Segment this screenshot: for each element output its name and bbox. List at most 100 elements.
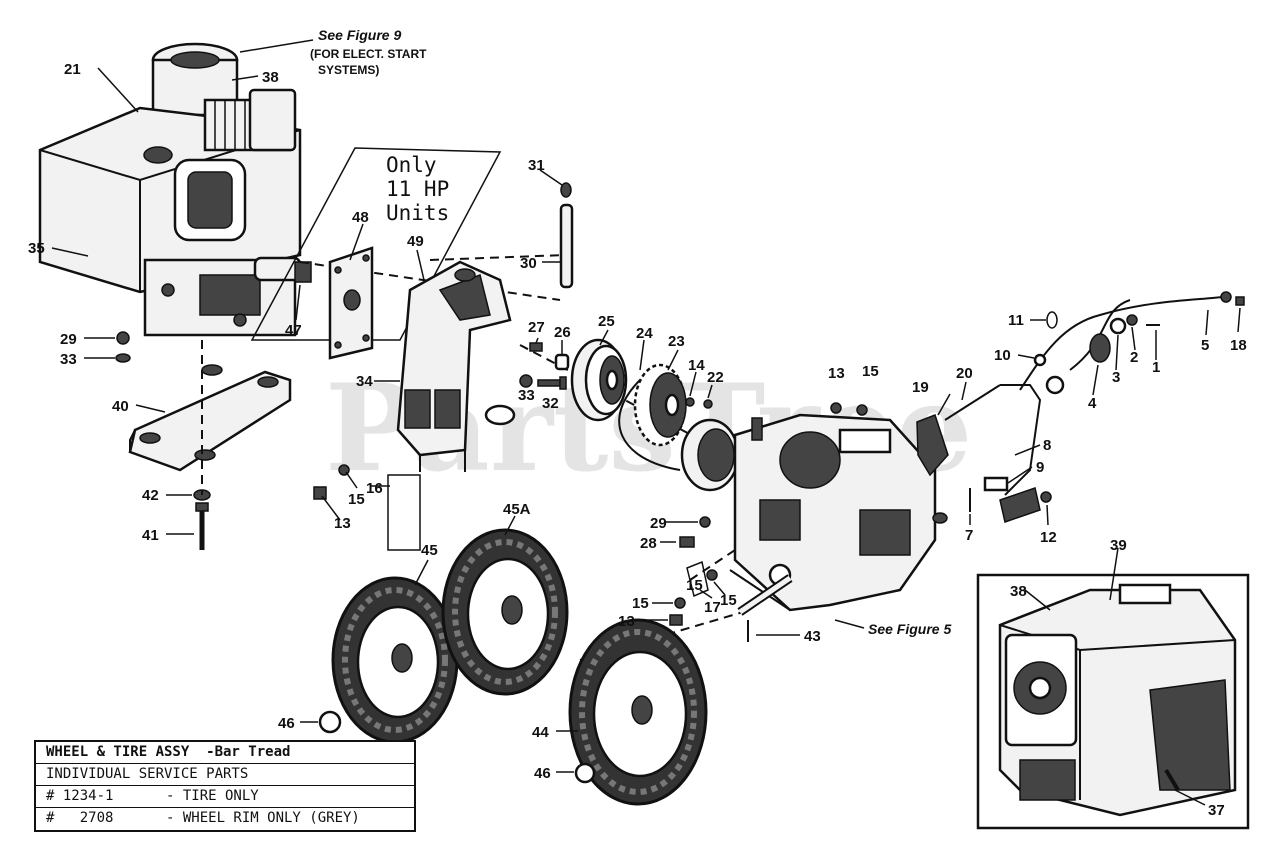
engine-assembly (38, 42, 302, 337)
callout-39: 39 (1110, 537, 1127, 554)
note-elect-start-2: SYSTEMS) (318, 63, 379, 77)
callout-13b: 13 (828, 365, 845, 382)
washer-15d (674, 597, 686, 609)
bushing-9 (983, 476, 1009, 492)
callout-33b: 33 (518, 387, 535, 404)
link-bar-16 (387, 474, 421, 551)
callout-2: 2 (1130, 349, 1138, 366)
callout-40: 40 (112, 398, 129, 415)
callout-13c: 13 (618, 613, 635, 630)
callout-41: 41 (142, 527, 159, 544)
callout-16: 16 (366, 480, 383, 497)
nut-12 (1040, 491, 1052, 503)
callout-15d: 15 (720, 592, 737, 609)
washer-14 (685, 397, 695, 407)
legend-row: # 1234-1 - TIRE ONLY (36, 786, 414, 808)
callout-17: 17 (704, 599, 721, 616)
callout-49: 49 (407, 233, 424, 250)
engine-shaft-key (294, 261, 312, 283)
callout-1: 1 (1152, 359, 1160, 376)
key-26 (554, 353, 570, 371)
bracket-17 (686, 560, 709, 598)
valve-cap-46b (574, 762, 596, 784)
bolt-32 (537, 376, 567, 390)
bolt-13c (669, 614, 683, 626)
callout-43: 43 (804, 628, 821, 645)
callout-48: 48 (352, 209, 369, 226)
figure-notes: See Figure 9 (FOR ELECT. START SYSTEMS) … (310, 27, 951, 637)
note-see-figure-9: See Figure 9 (318, 27, 401, 43)
callout-46a: 46 (278, 715, 295, 732)
callout-12: 12 (1040, 529, 1057, 546)
callout-37: 37 (1208, 802, 1225, 819)
sprocket-23 (633, 363, 687, 447)
callout-15e: 15 (686, 577, 703, 594)
callout-15a: 15 (348, 491, 365, 508)
callout-18: 18 (1230, 337, 1247, 354)
note-units: Units (386, 201, 449, 225)
wheel-44 (568, 618, 708, 806)
valve-cap-46a (318, 710, 342, 734)
callout-21: 21 (64, 61, 81, 78)
callout-leaders (51, 39, 1241, 806)
note-only: Only (386, 153, 437, 177)
washer-33b (519, 374, 533, 388)
callout-45a: 45A (503, 501, 531, 518)
callout-42: 42 (142, 487, 159, 504)
bolt-41 (195, 502, 209, 550)
nut-29 (116, 331, 130, 345)
legend-subtitle: INDIVIDUAL SERVICE PARTS (36, 764, 414, 786)
legend-description: - TIRE ONLY (166, 788, 259, 804)
legend-row: # 2708- WHEEL RIM ONLY (GREY) (36, 808, 414, 829)
callout-numbers: 21 38 35 29 33 40 42 41 47 48 49 31 30 3… (28, 61, 1247, 819)
pulley-25 (570, 338, 628, 422)
callout-13a: 13 (334, 515, 351, 532)
callout-28: 28 (640, 535, 657, 552)
callout-23: 23 (668, 333, 685, 350)
callout-35: 35 (28, 240, 45, 257)
callout-9: 9 (1036, 459, 1044, 476)
callout-7: 7 (965, 527, 973, 544)
callout-3: 3 (1112, 369, 1120, 386)
nut-22 (703, 399, 713, 409)
shift-lever-8 (1000, 384, 1042, 496)
callout-29b: 29 (650, 515, 667, 532)
callout-25: 25 (598, 313, 615, 330)
adapter-plate-48 (328, 246, 374, 360)
callout-47: 47 (285, 322, 302, 339)
callout-29: 29 (60, 331, 77, 348)
bolt-13a (313, 486, 327, 500)
nut-29b (699, 516, 711, 528)
lever-19 (916, 414, 949, 477)
pin-30 (559, 182, 574, 289)
callout-15b: 15 (862, 363, 879, 380)
nut-13b (830, 402, 842, 414)
washer-15c (706, 569, 718, 581)
callout-33: 33 (60, 351, 77, 368)
callout-45: 45 (421, 542, 438, 559)
washer-15b (856, 404, 868, 416)
callout-20: 20 (956, 365, 973, 382)
note-11hp: 11 HP (386, 177, 449, 201)
note-see-figure-5: See Figure 5 (868, 621, 951, 637)
callout-38: 38 (262, 69, 279, 86)
callout-24: 24 (636, 325, 653, 342)
callout-44: 44 (532, 724, 549, 741)
key-27 (529, 342, 543, 352)
callout-38b: 38 (1010, 583, 1027, 600)
callout-19: 19 (912, 379, 929, 396)
legend-description: - WHEEL RIM ONLY (GREY) (166, 810, 360, 826)
callout-5: 5 (1201, 337, 1209, 354)
inset-engine-panel (976, 573, 1250, 830)
washer-33 (115, 353, 131, 363)
callout-10: 10 (994, 347, 1011, 364)
transmission-gearbox (680, 413, 948, 612)
callout-4: 4 (1088, 395, 1097, 412)
legend-title: WHEEL & TIRE ASSY -Bar Tread (36, 742, 414, 764)
callout-22: 22 (707, 369, 724, 386)
note-elect-start-1: (FOR ELECT. START (310, 47, 427, 61)
callout-31: 31 (528, 157, 545, 174)
bolt-28 (679, 536, 695, 548)
legend-part-number: # 1234-1 (46, 788, 114, 804)
